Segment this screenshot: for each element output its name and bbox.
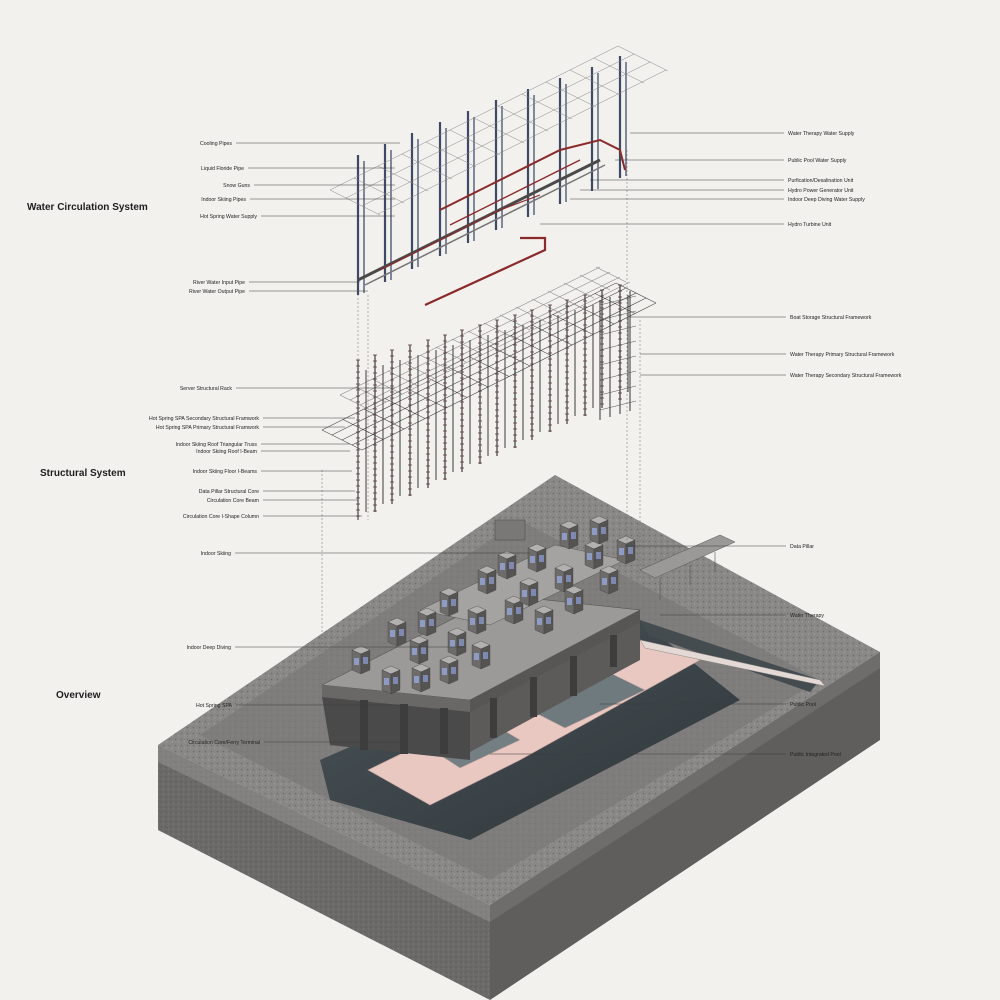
leader-lines	[235, 132, 786, 755]
label-data-pillar: Data Pillar	[790, 544, 814, 550]
label-hot-spring-water-supply: Hot Spring Water Supply	[200, 214, 257, 220]
label-hydro-turbine-unit: Hydro Turbine Unit	[788, 222, 832, 228]
water-circulation-framework	[329, 45, 669, 306]
label-water-therapy: Water Therapy	[790, 613, 824, 619]
label-server-structural-rack: Server Structural Rack	[180, 386, 233, 392]
label-river-water-input-pipe: River Water Input Pipe	[193, 280, 245, 286]
section-title-water-circulation: Water Circulation System	[27, 202, 148, 213]
label-hydro-power-unit: Hydro Power Generator Unit	[788, 188, 854, 194]
data-pillar-block	[381, 665, 401, 695]
building-massing	[320, 519, 642, 760]
data-pillar-block	[554, 563, 574, 593]
label-circulation-core-beam: Circulation Core Beam	[207, 498, 259, 504]
label-deep-diving-water-supply: Indoor Deep Diving Water Supply	[788, 197, 865, 203]
projection-lines	[321, 150, 641, 690]
data-pillar-block	[439, 587, 459, 617]
label-water-therapy-water-supply: Water Therapy Water Supply	[788, 131, 855, 137]
data-pillar-block	[447, 627, 467, 657]
label-therapy-primary-framework: Water Therapy Primary Structural Framewo…	[790, 352, 895, 358]
label-public-pool-water-supply: Public Pool Water Supply	[788, 158, 847, 164]
label-public-pool: Public Pool	[790, 702, 816, 708]
data-pillar-block	[351, 645, 371, 675]
data-pillar-block	[471, 640, 491, 670]
data-pillar-block	[497, 550, 517, 580]
label-snow-guns: Snow Guns	[223, 183, 250, 189]
label-circulation-core-column: Circulation Core I-Shape Column	[183, 514, 259, 520]
data-pillar-block	[411, 663, 431, 693]
section-title-structural: Structural System	[40, 468, 126, 479]
label-river-water-output-pipe: River Water Output Pipe	[189, 289, 245, 295]
ground-side-face	[490, 652, 880, 1000]
data-pillar-block	[467, 605, 487, 635]
data-pillar-block	[559, 520, 579, 550]
label-skiing-floor-ibeams: Indoor Skiing Floor I-Beams	[193, 469, 258, 475]
label-indoor-skiing: Indoor Skiing	[201, 551, 231, 557]
data-pillar-block	[589, 515, 609, 545]
data-pillar-block	[519, 577, 539, 607]
label-indoor-skiing-pipes: Indoor Skiing Pipes	[201, 197, 246, 203]
label-cooling-pipes: Cooling Pipes	[200, 141, 232, 147]
section-title-overview: Overview	[56, 690, 101, 701]
label-purification-unit: Purfication/Desalination Unit	[788, 178, 854, 184]
data-pillar-block	[584, 540, 604, 570]
site-ground-block	[158, 475, 880, 1000]
data-pillar-block	[527, 543, 547, 573]
label-liquid-floride-pipe: Liquid Floride Pipe	[201, 166, 244, 172]
label-boat-storage-framework: Boat Storage Structural Framework	[790, 315, 872, 321]
building-front-wall	[322, 697, 470, 760]
data-pillar-block	[387, 617, 407, 647]
data-pillar-block	[599, 565, 619, 595]
structural-framework	[321, 266, 657, 520]
data-pillar-block	[439, 655, 459, 685]
therapy-ramp	[639, 639, 826, 687]
label-public-integrated-pool: Public Integrated Pool	[790, 752, 841, 758]
label-skiing-roof-ibeam: Indoor Skiing Roof I-Beam	[196, 449, 257, 455]
data-pillar-block	[477, 565, 497, 595]
label-indoor-deep-diving: Indoor Deep Diving	[187, 645, 232, 651]
label-data-pillar-core: Data Pillar Structural Core	[199, 489, 259, 495]
data-pillar-block	[564, 585, 584, 615]
data-pillar-block	[616, 535, 636, 565]
label-therapy-secondary-framework: Water Therapy Secondary Structural Frame…	[790, 373, 902, 379]
data-pillar-block	[534, 605, 554, 635]
label-hot-spring-spa: Hot Spring SPA	[196, 703, 232, 709]
label-spa-secondary-framework: Hot Spring SPA Secondary Structural Fram…	[149, 416, 259, 422]
label-circulation-ferry: Circulation Core/Ferry Terminal	[188, 740, 260, 746]
data-pillar-block	[409, 635, 429, 665]
label-skiing-roof-truss: Indoor Skiing Roof Triangular Truss	[176, 442, 258, 448]
data-pillar-block	[417, 607, 437, 637]
label-spa-primary-framework: Hot Spring SPA Primary Structural Framwo…	[156, 425, 260, 431]
ground-front-face	[158, 745, 490, 1000]
